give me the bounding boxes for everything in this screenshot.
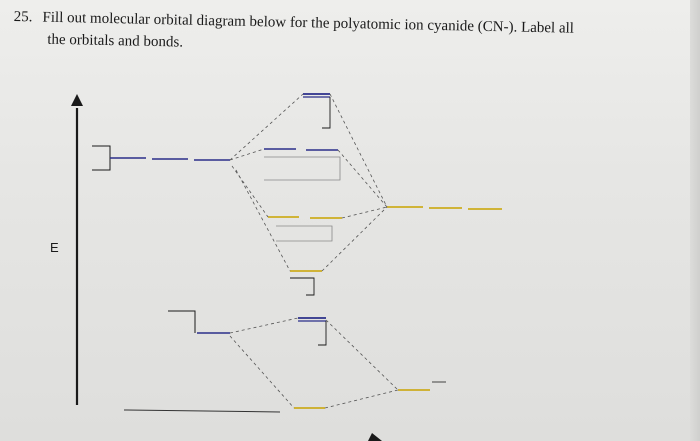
- guide-sigma-to-right-2s: [324, 389, 399, 409]
- energy-axis-label: E: [50, 240, 59, 255]
- mo-pi-star-box: [264, 156, 341, 181]
- page-edge-shadow: [690, 0, 700, 441]
- left-2s-bracket: [168, 310, 196, 333]
- right-atom-2p-orbitals: [387, 206, 502, 210]
- guide-pi-star-to-right-2p: [337, 149, 388, 208]
- guide-left-2p-to-pi-star: [229, 148, 265, 161]
- baseline-rule: [123, 409, 281, 413]
- guide-left-2s-to-sigma-star: [229, 317, 299, 334]
- energy-axis-arrowhead: [71, 94, 83, 106]
- guide-sigma-star-to-right-2s: [325, 319, 399, 391]
- left-atom-2s-orbital: [168, 310, 230, 334]
- guide-left-2p-to-sigma: [235, 169, 291, 272]
- mo-sigma-2p-bracket: [290, 277, 315, 296]
- energy-axis: [71, 94, 83, 405]
- molecular-orbitals: [264, 93, 342, 409]
- guide-left-2s-to-sigma: [229, 335, 295, 409]
- correlation-lines: [229, 93, 399, 409]
- mo-pi-box: [276, 225, 333, 242]
- left-2p-bracket: [92, 145, 111, 171]
- mo-sigma-star-2s-bracket: [318, 321, 327, 346]
- left-atom-2p-orbitals: [92, 145, 230, 171]
- pencil-mark: [368, 433, 382, 441]
- guide-pi-to-right-2p: [341, 206, 388, 219]
- guide-left-2p-to-pi: [231, 165, 269, 218]
- guide-left-2p-to-top: [229, 93, 304, 161]
- mo-top-bracket: [322, 97, 331, 129]
- right-atom-2s-orbital: [398, 381, 446, 391]
